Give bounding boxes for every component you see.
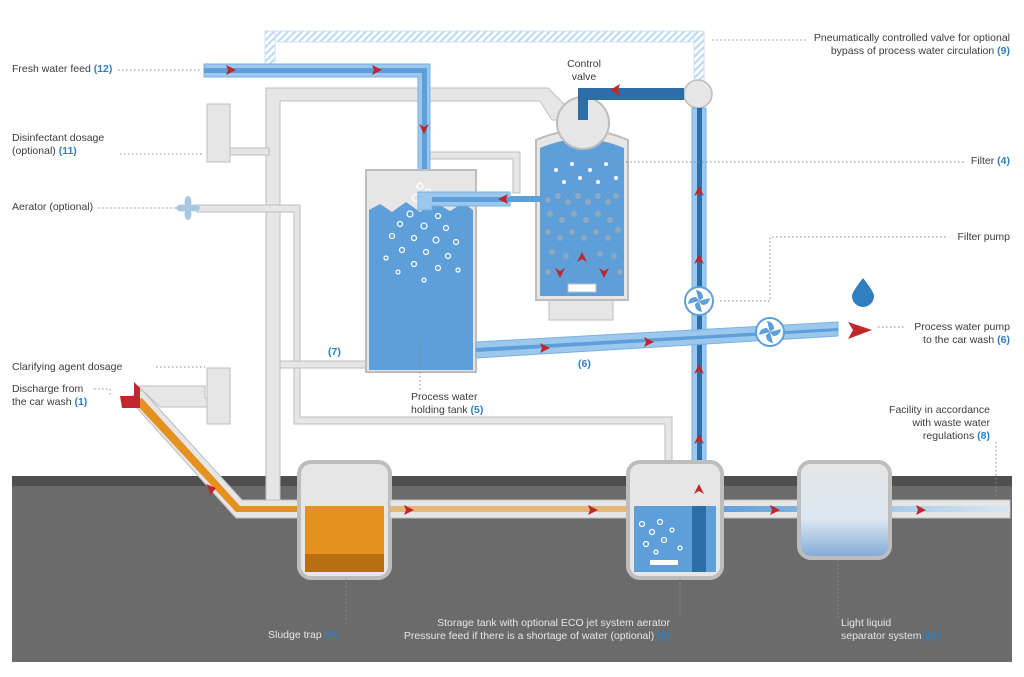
filter-vessel xyxy=(535,129,629,321)
label-pipe-6: (6) xyxy=(578,358,591,370)
label-aerator: Aerator (optional) xyxy=(12,201,94,213)
label-light-liquid-separator: Light liquid separator system(10) xyxy=(841,617,941,642)
process-water-pump-icon xyxy=(755,317,785,347)
flow-arrow-icon xyxy=(404,505,414,515)
flow-arrow-icon xyxy=(419,124,429,134)
flow-arrow-icon xyxy=(694,484,704,494)
process-water-holding-tank xyxy=(365,169,477,373)
flow-arrow-icon xyxy=(694,254,704,264)
label-filter-pump: Filter pump xyxy=(957,231,1010,243)
leader-lines xyxy=(94,39,997,626)
sludge-trap xyxy=(297,460,392,580)
flow-arrow-icon xyxy=(694,186,704,196)
control-valve xyxy=(556,94,610,150)
flow-arrow-icon xyxy=(770,505,780,515)
pneumatic-valve-icon xyxy=(683,79,713,109)
flow-arrow-icon xyxy=(644,337,654,347)
light-liquid-separator xyxy=(797,460,892,560)
flow-arrow-icon xyxy=(555,268,565,278)
disinfectant-dosage-box xyxy=(206,103,231,163)
label-pipe-7: (7) xyxy=(328,346,341,358)
filter-feed-pipe xyxy=(578,88,684,100)
flow-arrow-icon xyxy=(577,252,587,262)
clarifying-agent-box xyxy=(206,367,231,425)
flow-arrow-icon xyxy=(610,84,620,96)
aerator-icon xyxy=(176,196,200,220)
label-control-valve: Control valve xyxy=(567,58,601,83)
label-discharge: Discharge from the car wash (1) xyxy=(12,383,88,408)
label-pneumatic-valve: Pneumatically controlled valve for optio… xyxy=(813,32,1010,57)
flow-arrow-icons xyxy=(120,65,926,515)
flow-arrow-icon xyxy=(848,322,872,339)
filter-pump-icon xyxy=(684,286,714,316)
flow-arrow-icon xyxy=(372,65,382,75)
flow-arrow-icon xyxy=(694,364,704,374)
flow-arrow-icon xyxy=(540,343,550,353)
storage-tank xyxy=(626,460,724,580)
label-holding-tank: Process water holding tank (5) xyxy=(411,391,484,416)
flow-arrow-icon xyxy=(588,505,598,515)
label-disinfectant-dosage: Disinfectant dosage (optional) (11) xyxy=(12,132,105,157)
flow-arrow-icon xyxy=(226,65,236,75)
process-water-pipe xyxy=(475,321,839,359)
label-storage-tank: Storage tank with optional ECO jet syste… xyxy=(403,617,670,642)
flow-arrow-icon xyxy=(916,505,926,515)
fresh-water-pipe xyxy=(203,63,431,186)
flow-arrow-icon xyxy=(599,268,609,278)
label-fresh-water-feed: Fresh water feed (12) xyxy=(12,63,113,75)
label-clarifying-agent: Clarifying agent dosage xyxy=(12,361,123,373)
label-sludge-trap: Sludge trap (2) xyxy=(268,629,338,641)
bypass-pipe xyxy=(264,30,705,82)
flow-arrow-icon xyxy=(206,484,216,496)
flow-arrow-icon xyxy=(498,194,508,204)
water-drop-icon xyxy=(852,278,874,307)
label-process-water-pump: Process water pump to the car wash (6) xyxy=(914,321,1010,346)
filter-outlet-pipe xyxy=(417,191,542,211)
label-facility-regulations: Facility in accordance with waste water … xyxy=(889,404,990,442)
flow-arrow-icon xyxy=(120,382,140,408)
filter-media xyxy=(545,193,623,275)
flow-arrow-icon xyxy=(694,434,704,444)
label-filter: Filter (4) xyxy=(970,155,1010,167)
